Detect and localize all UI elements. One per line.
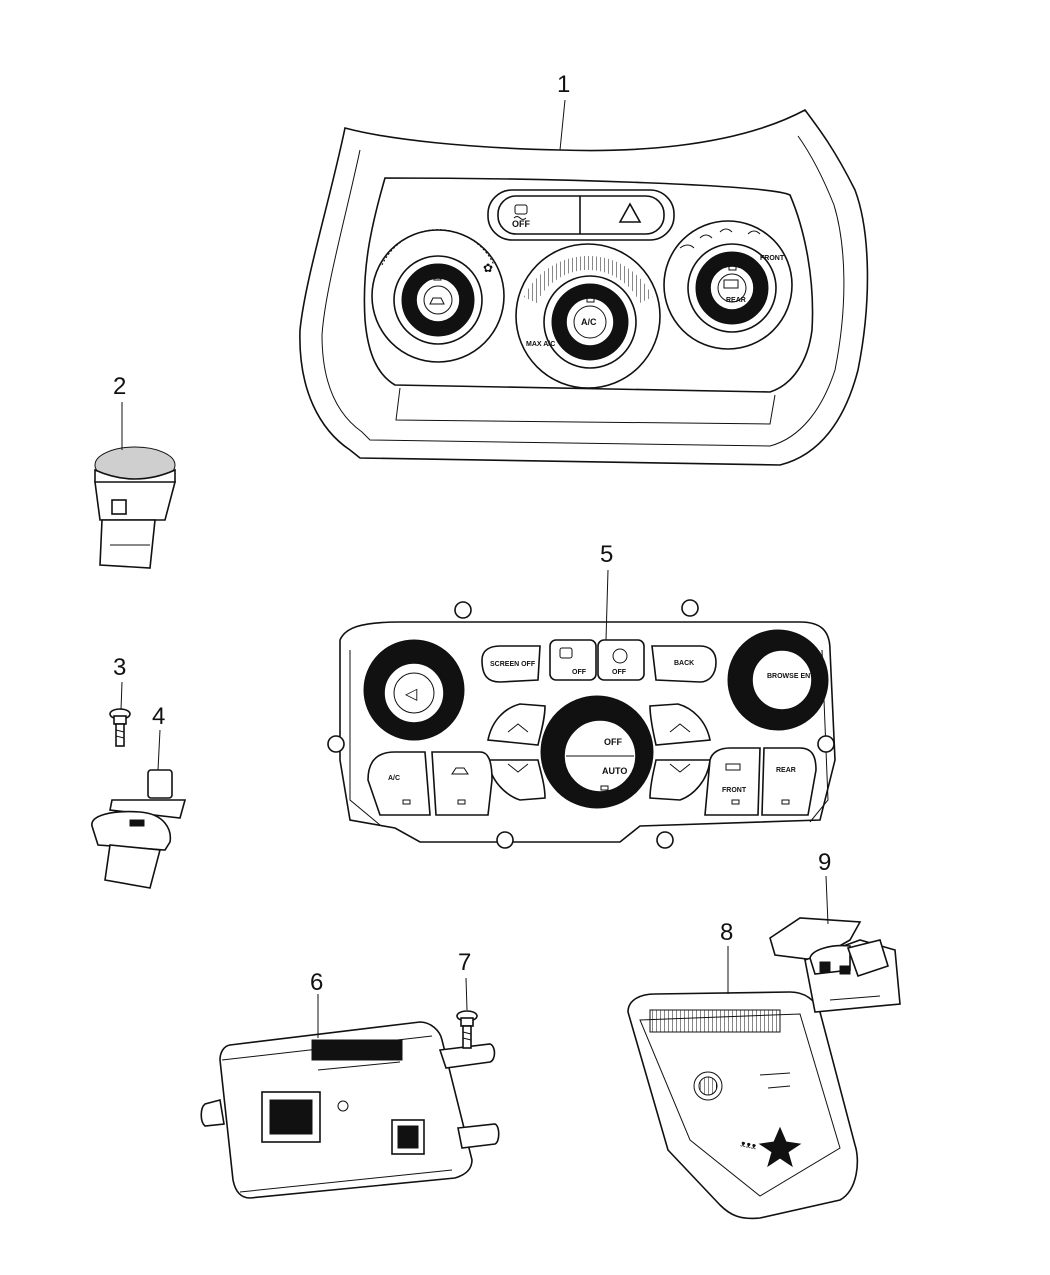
callout-4: 4 bbox=[152, 703, 165, 730]
svg-text:ᴥᴥᴥ: ᴥᴥᴥ bbox=[740, 1138, 759, 1151]
back-label: BACK bbox=[674, 660, 694, 667]
front-label-5: FRONT bbox=[722, 787, 747, 794]
volume-icon: ◁ bbox=[405, 686, 418, 703]
auto-label: AUTO bbox=[602, 766, 627, 776]
temperature-rocker-left bbox=[487, 703, 546, 801]
traction-control-icon bbox=[513, 204, 528, 220]
part-2-switch bbox=[94, 446, 177, 569]
part-1-hvac-bezel: OFF ✿ A/C MAX A/C bbox=[299, 108, 869, 466]
tuning-knob: BROWSE ENTER bbox=[727, 629, 829, 731]
center-knob-temperature: A/C MAX A/C bbox=[515, 243, 661, 389]
right-knob-mode: REAR FRONT bbox=[663, 220, 793, 350]
part-3-screw bbox=[109, 708, 131, 747]
callout-9: 9 bbox=[818, 849, 831, 876]
ac-label: A/C bbox=[581, 317, 597, 327]
leader-line-1 bbox=[559, 99, 566, 151]
temperature-rocker-right bbox=[649, 703, 711, 801]
auto-stop-start-icon bbox=[612, 648, 628, 664]
back-button: BACK bbox=[651, 645, 717, 683]
front-defrost-label: FRONT bbox=[760, 255, 785, 262]
recirculation-icon bbox=[429, 297, 445, 305]
fan-icon: ✿ bbox=[483, 261, 493, 275]
part-5-hvac-control-module: ◁ BROWSE ENTER SCREEN OFF OFF OFF BACK bbox=[327, 599, 836, 849]
leader-line-5 bbox=[605, 569, 609, 641]
left-knob-fan: ✿ bbox=[371, 229, 505, 363]
part-8-tray: ᴥᴥᴥ bbox=[627, 991, 859, 1220]
screen-off-label: SCREEN OFF bbox=[490, 661, 536, 668]
callout-8: 8 bbox=[720, 919, 733, 946]
defrost-icon bbox=[723, 279, 739, 289]
screen-off-button: SCREEN OFF bbox=[481, 645, 541, 683]
max-ac-label: MAX A/C bbox=[526, 341, 555, 348]
rear-defrost-button: REAR bbox=[761, 747, 817, 816]
traction-off-label-5: OFF bbox=[572, 669, 587, 676]
traction-off-button: OFF bbox=[549, 639, 597, 681]
part-6-control-module bbox=[200, 1021, 500, 1199]
hazard-triangle-icon bbox=[618, 202, 642, 223]
brand-logo-icon bbox=[758, 1126, 802, 1168]
fan-auto-knob: OFF AUTO bbox=[540, 695, 654, 809]
rear-defrost-label: REAR bbox=[726, 297, 746, 304]
callout-2: 2 bbox=[113, 373, 126, 400]
fan-off-label: OFF bbox=[604, 737, 622, 747]
leader-line-7 bbox=[465, 977, 468, 1011]
volume-knob: ◁ bbox=[363, 639, 465, 741]
leader-line-3 bbox=[120, 681, 123, 711]
leader-line-9 bbox=[825, 875, 829, 925]
ac-button: A/C bbox=[367, 751, 431, 816]
ac-label-5: A/C bbox=[388, 775, 400, 782]
callout-6: 6 bbox=[310, 969, 323, 996]
browse-enter-label: BROWSE ENTER bbox=[767, 673, 824, 680]
rear-label-5: REAR bbox=[776, 767, 796, 774]
leader-line-4 bbox=[157, 729, 161, 771]
front-defrost-button: FRONT bbox=[704, 747, 761, 816]
callout-7: 7 bbox=[458, 949, 471, 976]
stop-start-off-label: OFF bbox=[612, 669, 627, 676]
traction-off-label: OFF bbox=[512, 219, 530, 229]
part-9-connector bbox=[769, 917, 901, 1013]
callout-3: 3 bbox=[113, 654, 126, 681]
recirculation-button bbox=[431, 751, 493, 816]
part-7-bolt bbox=[456, 1010, 478, 1049]
callout-5: 5 bbox=[600, 541, 613, 568]
stop-start-off-button: OFF bbox=[597, 639, 645, 681]
part-4-sensor bbox=[91, 769, 187, 889]
callout-1: 1 bbox=[557, 71, 570, 98]
